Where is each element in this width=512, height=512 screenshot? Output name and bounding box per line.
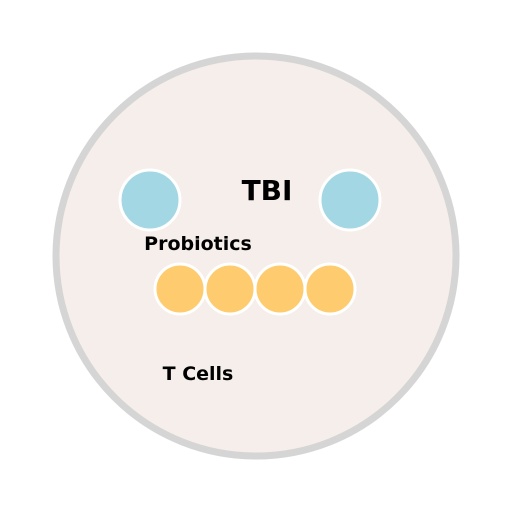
diagram-title: TBI <box>242 174 293 207</box>
tcells-label: T Cells <box>163 363 234 385</box>
tcell-circle-4 <box>303 262 357 316</box>
probiotic-circle-right <box>318 168 382 232</box>
probiotic-circle-left <box>118 168 182 232</box>
tcell-circle-2 <box>203 262 257 316</box>
outer-boundary-circle <box>52 52 460 460</box>
probiotics-label: Probiotics <box>144 233 252 255</box>
tcell-circle-1 <box>153 262 207 316</box>
tcell-circle-3 <box>253 262 307 316</box>
